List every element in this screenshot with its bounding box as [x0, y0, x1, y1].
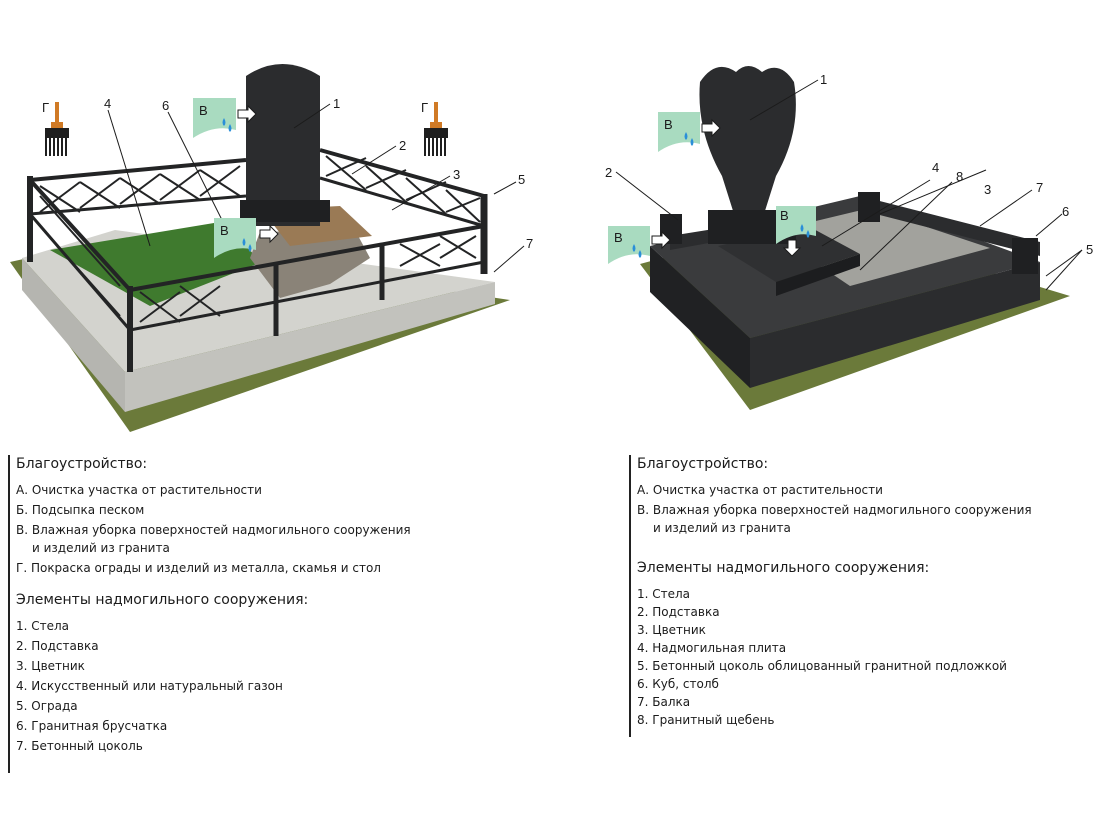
left-legend: Благоустройство: А. Очистка участка от р…: [8, 455, 486, 773]
right-landscaping-title: Благоустройство:: [637, 456, 769, 472]
left-landscaping-item: Б. Подсыпка песком: [16, 503, 145, 517]
left-callout-6: 6: [162, 98, 169, 113]
left-callout-3: 3: [453, 167, 460, 182]
right-landscaping-item-cont: и изделий из гранита: [653, 521, 791, 535]
right-callout-8: 8: [956, 169, 963, 184]
right-leaders: [615, 79, 1083, 291]
right-callout-2: 2: [605, 165, 612, 180]
granite-paving: [250, 230, 370, 298]
stele: [699, 66, 796, 214]
svg-text:В: В: [664, 117, 673, 132]
right-element-item: 5. Бетонный цоколь облицованный гранитно…: [637, 659, 1007, 673]
left-element-item: 1. Стела: [16, 619, 70, 633]
tombstone-slab-side: [776, 254, 860, 296]
right-landscaping-item: А. Очистка участка от растительности: [637, 483, 883, 497]
left-element-item: 6. Гранитная брусчатка: [16, 719, 168, 733]
brush-icon: Г: [42, 100, 69, 156]
right-element-item: 3. Цветник: [637, 623, 706, 637]
right-element-item: 7. Балка: [637, 695, 691, 709]
right-element-item: 4. Надмогильная плита: [637, 641, 787, 655]
right-element-item: 1. Стела: [637, 587, 691, 601]
beam: [860, 196, 1040, 256]
right-callout-4: 4: [932, 160, 939, 175]
right-landscaping-item: В. Влажная уборка поверхностей надмогиль…: [637, 503, 1032, 517]
left-callout-5: 5: [518, 172, 525, 187]
wet-clean-tag-icon: В: [776, 206, 816, 257]
left-element-item: 4. Искусственный или натуральный газон: [16, 679, 283, 693]
left-landscaping-item: В. Влажная уборка поверхностей надмогиль…: [16, 523, 411, 537]
right-callout-3: 3: [984, 182, 991, 197]
stele-stand: [240, 200, 330, 222]
wet-clean-tag-icon: В: [193, 98, 257, 138]
svg-text:Г: Г: [421, 100, 428, 115]
left-element-item: 5. Ограда: [16, 699, 78, 713]
right-element-item: 8. Гранитный щебень: [637, 713, 775, 727]
wet-clean-tag-icon: В: [658, 112, 721, 152]
left-element-item: 3. Цветник: [16, 659, 85, 673]
right-callout-7: 7: [1036, 180, 1043, 195]
spacer: [16, 579, 486, 591]
left-callout-7: 7: [526, 236, 533, 251]
right-panel: 1 2 3 4 5 6 7 8 В В В Благоустройство:: [550, 0, 1100, 825]
left-element-item: 2. Подставка: [16, 639, 99, 653]
spacer: [637, 539, 1097, 559]
left-panel: 1 2 3 4 5 6 7 Г Г В В: [8, 64, 533, 773]
svg-text:В: В: [220, 223, 229, 238]
brush-icon: Г: [421, 100, 448, 156]
left-landscaping-item: А. Очистка участка от растительности: [16, 483, 262, 497]
right-element-item: 6. Куб, столб: [637, 677, 719, 691]
right-elements-title: Элементы надмогильного сооружения:: [637, 560, 930, 576]
granite-base-front: [750, 262, 1040, 388]
svg-text:Г: Г: [42, 100, 49, 115]
fence: [27, 148, 488, 372]
svg-text:В: В: [614, 230, 623, 245]
left-leaders: [107, 103, 525, 273]
right-callout-5: 5: [1086, 242, 1093, 257]
lawn: [50, 222, 262, 306]
left-landscaping-item-cont: и изделий из гранита: [32, 541, 170, 555]
concrete-base-front: [125, 282, 495, 412]
left-elements-title: Элементы надмогильного сооружения:: [16, 592, 309, 608]
right-legend: Благоустройство: А. Очистка участка от р…: [629, 455, 1097, 737]
left-landscaping-title: Благоустройство:: [16, 456, 148, 472]
concrete-base-side: [22, 258, 125, 412]
stele: [246, 64, 320, 226]
cube-post: [1012, 238, 1038, 274]
left-illustration: 1 2 3 4 5 6 7 Г Г В В: [10, 64, 533, 432]
left-callout-4: 4: [104, 96, 111, 111]
right-callout-1: 1: [820, 72, 827, 87]
wet-clean-tag-icon: В: [214, 218, 279, 258]
wet-clean-tag-icon: В: [608, 226, 671, 264]
right-illustration: 1 2 3 4 5 6 7 8 В В В: [605, 66, 1093, 410]
left-landscaping-item: Г. Покраска ограды и изделий из металла,…: [16, 561, 381, 575]
svg-text:В: В: [780, 208, 789, 223]
right-callout-6: 6: [1062, 204, 1069, 219]
left-element-item: 7. Бетонный цоколь: [16, 739, 143, 753]
svg-text:В: В: [199, 103, 208, 118]
left-callout-2: 2: [399, 138, 406, 153]
left-callout-1: 1: [333, 96, 340, 111]
granite-base-left: [650, 246, 750, 388]
right-element-item: 2. Подставка: [637, 605, 720, 619]
